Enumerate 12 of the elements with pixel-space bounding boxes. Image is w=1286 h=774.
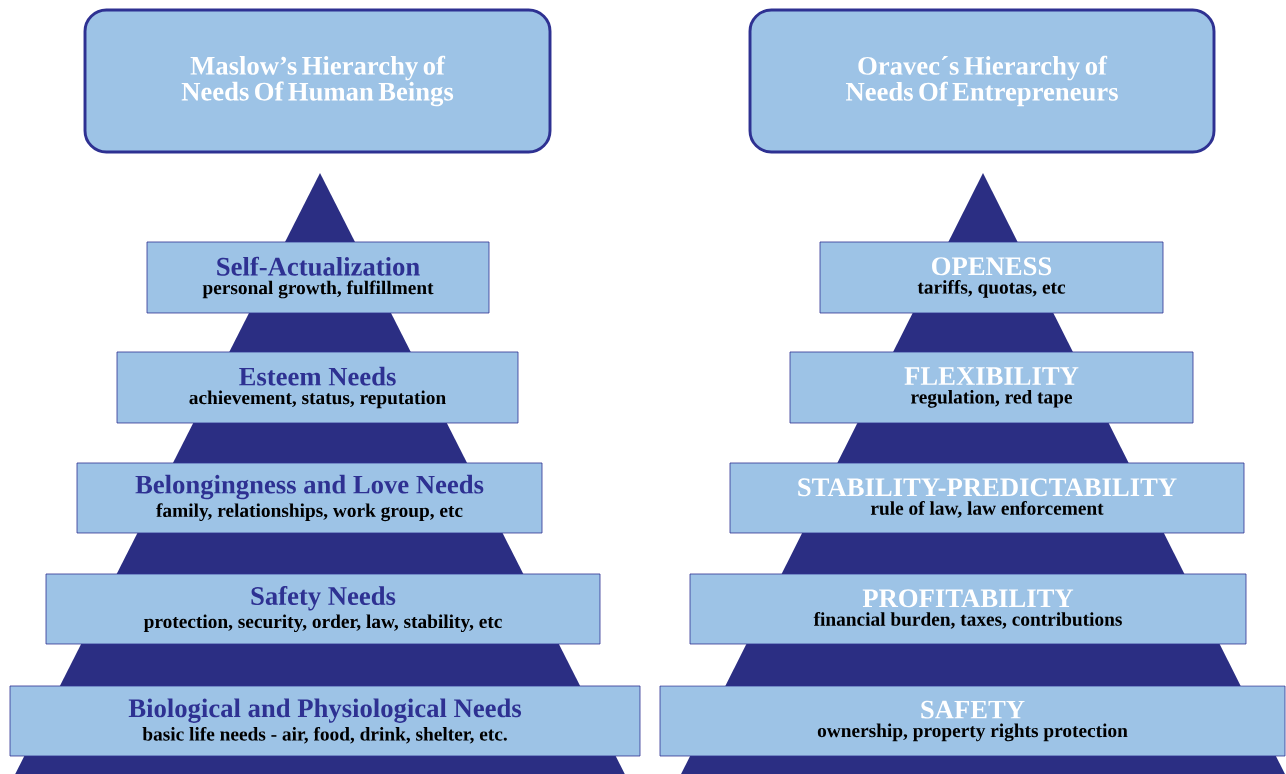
level-band: Safety Needs protection, security, order, law, stability, etc [45, 573, 601, 645]
level-band: Esteem Needs achievement, status, reputation [116, 351, 519, 424]
level-band: SAFETY ownership, property rights protection [659, 685, 1286, 757]
level-band: PROFITABILITY financial burden, taxes, contributions [689, 573, 1247, 645]
level-band: Belongingness and Love Needs family, relationships, work group, etc [76, 462, 543, 534]
level-band: FLEXIBILITY regulation, red tape [789, 351, 1194, 424]
level-band: OPENESS tariffs, quotas, etc [819, 241, 1164, 314]
level-band: Self-Actualization personal growth, fulfillment [146, 241, 490, 314]
level-band: Biological and Physiological Needs basic life needs - air, food, drink, shelter, etc. [9, 685, 641, 757]
title-box: Oravec´s Hierarchy of Needs Of Entrepreneurs [748, 8, 1216, 154]
title-box: Maslow’s Hierarchy of Needs Of Human Beings [83, 8, 552, 154]
level-band: STABILITY-PREDICTABILITY rule of law, law enforcement [729, 462, 1245, 534]
